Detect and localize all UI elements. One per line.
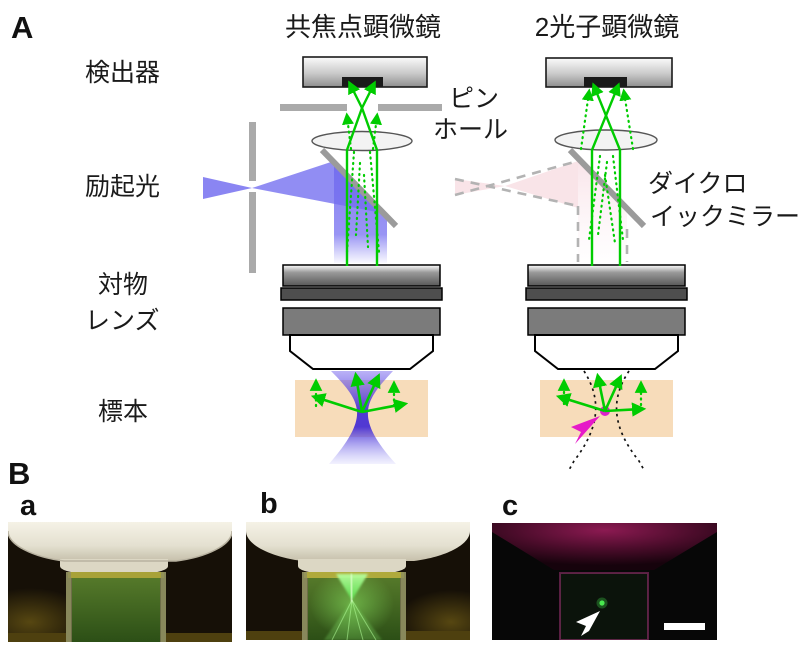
fluorescence-arrows xyxy=(555,372,648,417)
tube-lens xyxy=(554,129,658,151)
objective-nosepiece-photo xyxy=(8,522,232,575)
two-photon-title: 2光子顕微鏡 xyxy=(534,12,680,42)
photo-brightfield-off xyxy=(8,522,232,642)
detection-pinhole xyxy=(280,104,442,111)
tube-lens xyxy=(311,130,413,152)
emission-rays-green xyxy=(579,82,635,266)
panel-b-label: B xyxy=(8,456,31,491)
focal-cone-blue xyxy=(329,371,396,464)
fluorescent-spot xyxy=(596,597,608,609)
objective-nosepiece-photo xyxy=(246,522,470,575)
confocal-title: 共焦点顕微鏡 xyxy=(284,12,441,42)
row-label-specimen: 標本 xyxy=(98,398,149,426)
photo-b-label: b xyxy=(260,488,278,520)
focus-arrowhead xyxy=(571,416,600,444)
objective-nosepiece-glow xyxy=(492,523,717,571)
confocal-diagram xyxy=(203,56,443,464)
dichroic-mirror xyxy=(319,147,399,229)
photo-c-label: c xyxy=(502,490,519,522)
pinhole-label-line1: ピン xyxy=(449,85,500,113)
pinhole-label-line2: ホール xyxy=(433,116,509,144)
row-label-excitation-light: 励起光 xyxy=(85,173,161,201)
cuvette-photo xyxy=(558,572,650,640)
objective-lens xyxy=(280,264,443,370)
illumination-pinhole xyxy=(249,122,256,273)
two-photon-diagram xyxy=(454,57,688,471)
fluorescence-arrows xyxy=(309,371,409,414)
photo-two-photon-excitation xyxy=(492,523,717,640)
objective-lens xyxy=(525,264,688,370)
excitation-cone-glow xyxy=(310,570,394,640)
photo-a-label: a xyxy=(20,490,37,522)
ir-excitation-beam xyxy=(454,158,629,263)
background-glow xyxy=(396,590,470,640)
cuvette-photo xyxy=(66,572,166,642)
dichroic-label-line2: イックミラー xyxy=(650,203,800,231)
dichroic-label-line1: ダイクロ xyxy=(648,170,748,198)
dichroic-mirror xyxy=(567,147,647,229)
emission-rays-green xyxy=(342,80,382,266)
panel-a-label: A xyxy=(11,10,34,45)
arrowhead-marker xyxy=(576,611,600,636)
excitation-beam-blue xyxy=(203,161,387,263)
photo-one-photon-excitation xyxy=(246,522,470,640)
row-label-objective-2: レンズ xyxy=(85,307,160,335)
row-label-objective-1: 対物 xyxy=(98,271,149,299)
row-label-detector: 検出器 xyxy=(85,59,161,87)
detector xyxy=(545,57,673,88)
scale-bar xyxy=(664,623,705,630)
detector xyxy=(302,56,428,88)
microscope-schematic xyxy=(203,56,688,471)
